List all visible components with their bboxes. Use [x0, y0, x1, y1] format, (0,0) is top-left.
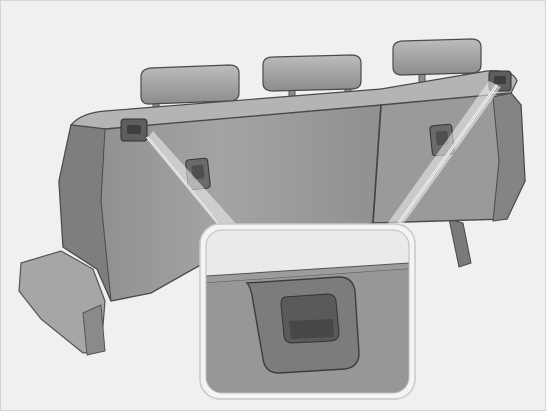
magnified-callout [199, 223, 416, 400]
rear-support-leg [448, 218, 472, 268]
headrest-right [392, 38, 482, 76]
seatback-split-seam [372, 104, 382, 224]
seatback-top-edge [69, 70, 518, 130]
top-tether-anchor-left [120, 118, 148, 142]
headrest-left [140, 64, 240, 105]
headrest-center [262, 54, 362, 92]
seat-cushion-front [82, 304, 106, 356]
seatback-right-bolster [492, 92, 526, 222]
callout-leader-lines [146, 81, 501, 235]
seatback-left-bolster [58, 124, 112, 302]
